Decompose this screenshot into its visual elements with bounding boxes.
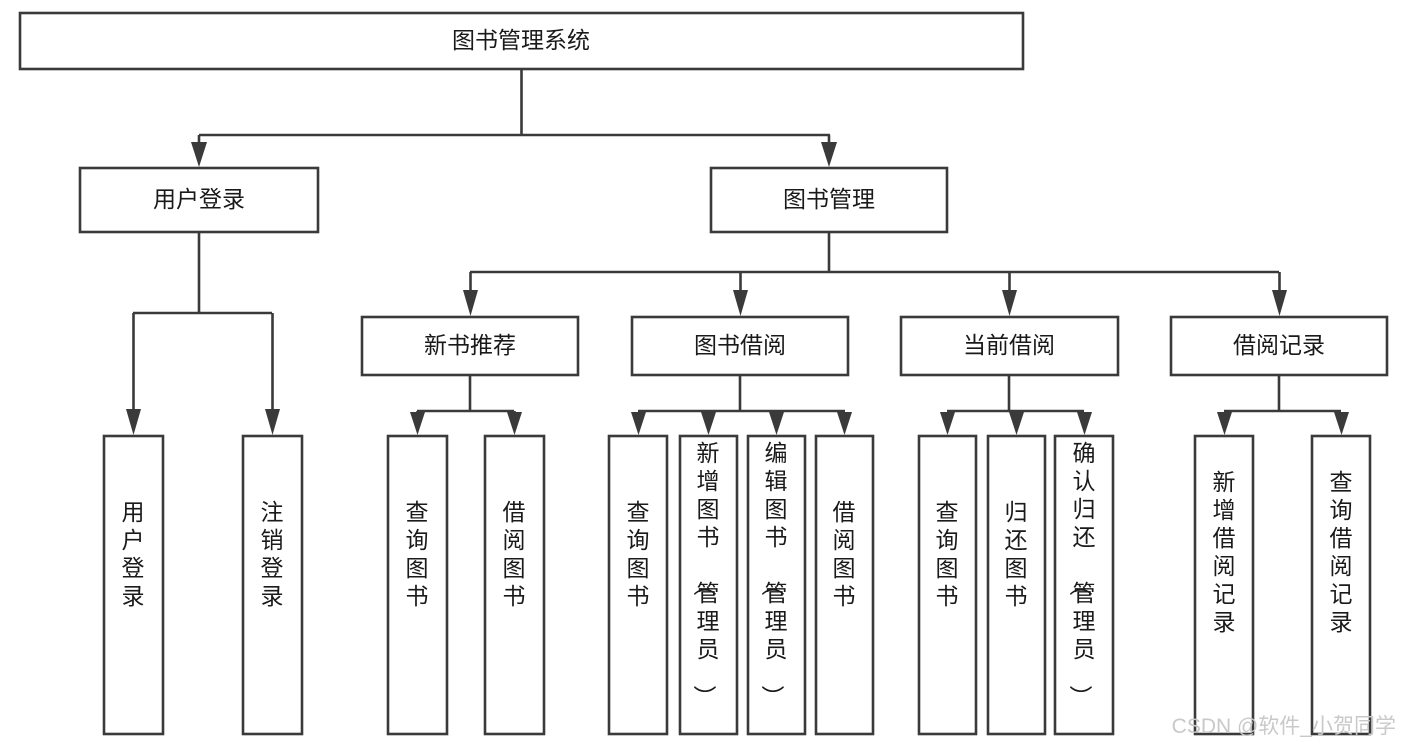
arrow-head-leaf-user-logout — [265, 409, 280, 435]
node-user-login-box[interactable] — [78, 166, 320, 234]
arrow-head-leaf-query-book-current — [940, 412, 955, 435]
arrow-head-user-login — [191, 142, 207, 167]
node-leaf-query-book-rec-box[interactable] — [386, 434, 449, 736]
arrow-head-leaf-user-login — [126, 409, 141, 435]
node-new-book-recommend[interactable]: 新书推荐 — [360, 315, 580, 377]
node-leaf-edit-book-admin[interactable]: 编辑图书（管理员） — [746, 434, 807, 736]
node-leaf-query-book-current-box[interactable] — [917, 434, 978, 736]
arrow-head-leaf-borrow-book — [837, 412, 852, 435]
node-current-borrow-box[interactable] — [899, 315, 1120, 377]
node-new-book-recommend-label: 新书推荐 — [424, 332, 516, 358]
node-leaf-return-book-label: 归还图书 — [1005, 499, 1028, 609]
arrow-head-leaf-confirm-return-admin — [1077, 412, 1092, 435]
node-borrow-record-box[interactable] — [1169, 315, 1389, 377]
node-leaf-user-logout-box[interactable] — [241, 434, 304, 736]
node-leaf-query-book-borrow[interactable]: 查询图书 — [607, 434, 669, 736]
node-borrow-record-label: 借阅记录 — [1233, 332, 1325, 358]
node-user-login[interactable]: 用户登录 — [78, 166, 320, 234]
node-book-management-box[interactable] — [709, 166, 949, 234]
node-leaf-confirm-return-admin[interactable]: 确认归还（管理员） — [1053, 434, 1115, 736]
node-leaf-query-book-current-label: 查询图书 — [936, 499, 959, 609]
arrow-head-new-book-recommend — [463, 290, 478, 316]
node-leaf-query-borrow-record[interactable]: 查询借阅记录 — [1310, 434, 1372, 736]
node-leaf-user-logout-label: 注销登录 — [261, 499, 284, 609]
arrow-head-leaf-query-book-rec — [410, 412, 425, 435]
csdn-watermark: CSDN @软件_小贺同学 — [1172, 715, 1396, 738]
node-root[interactable]: 图书管理系统 — [18, 11, 1025, 71]
arrow-head-leaf-return-book — [1009, 412, 1024, 435]
node-leaf-add-borrow-record-label: 新增借阅记录 — [1213, 469, 1236, 635]
node-new-book-recommend-box[interactable] — [360, 315, 580, 377]
arrow-head-current-borrow — [1002, 290, 1017, 316]
arrow-head-leaf-add-borrow-record — [1217, 412, 1232, 435]
node-leaf-borrow-book-rec-label: 借阅图书 — [503, 499, 526, 609]
node-root-label: 图书管理系统 — [452, 27, 590, 53]
node-book-management-label: 图书管理 — [783, 186, 875, 212]
node-current-borrow-label: 当前借阅 — [963, 332, 1055, 358]
arrow-head-borrow-record — [1272, 290, 1287, 316]
arrow-head-leaf-add-book-admin — [701, 412, 716, 435]
node-leaf-return-book[interactable]: 归还图书 — [986, 434, 1047, 736]
arrow-head-book-borrow — [733, 290, 748, 316]
arrow-head-leaf-borrow-book-rec — [507, 412, 522, 435]
node-leaf-add-book-admin-label: 新增图书（管理员） — [692, 440, 720, 708]
leaf-nodes-layer: 用户登录 注销登录 查询图书 借阅图书 查询图书 新增图书（管理员） — [102, 434, 1372, 736]
node-leaf-confirm-return-admin-box[interactable] — [1053, 434, 1115, 736]
arrow-head-leaf-edit-book-admin — [769, 412, 784, 435]
node-leaf-user-logout[interactable]: 注销登录 — [241, 434, 304, 736]
node-leaf-query-book-borrow-box[interactable] — [607, 434, 669, 736]
node-user-login-label: 用户登录 — [153, 186, 245, 212]
node-leaf-edit-book-admin-label: 编辑图书（管理员） — [760, 440, 788, 708]
node-borrow-record[interactable]: 借阅记录 — [1169, 315, 1389, 377]
node-leaf-add-book-admin[interactable]: 新增图书（管理员） — [678, 434, 739, 736]
node-leaf-borrow-book-rec[interactable]: 借阅图书 — [483, 434, 546, 736]
arrow-head-leaf-query-borrow-record — [1334, 412, 1349, 435]
node-leaf-confirm-return-admin-label: 确认归还（管理员） — [1068, 440, 1096, 708]
arrow-head-leaf-query-book-borrow — [631, 412, 646, 435]
node-leaf-query-book-rec[interactable]: 查询图书 — [386, 434, 449, 736]
node-leaf-add-book-admin-box[interactable] — [678, 434, 739, 736]
node-leaf-add-borrow-record-box[interactable] — [1193, 434, 1255, 736]
node-leaf-borrow-book[interactable]: 借阅图书 — [814, 434, 875, 736]
node-leaf-borrow-book-box[interactable] — [814, 434, 875, 736]
connector-layer — [126, 69, 1349, 435]
arrow-head-book-management — [821, 142, 837, 167]
node-book-borrow[interactable]: 图书借阅 — [630, 315, 850, 377]
node-book-borrow-box[interactable] — [630, 315, 850, 377]
node-leaf-query-book-current[interactable]: 查询图书 — [917, 434, 978, 736]
node-leaf-borrow-book-label: 借阅图书 — [833, 499, 856, 609]
node-leaf-borrow-book-rec-box[interactable] — [483, 434, 546, 736]
node-leaf-user-login[interactable]: 用户登录 — [102, 434, 165, 736]
node-current-borrow[interactable]: 当前借阅 — [899, 315, 1120, 377]
node-leaf-query-borrow-record-box[interactable] — [1310, 434, 1372, 736]
node-leaf-add-borrow-record[interactable]: 新增借阅记录 — [1193, 434, 1255, 736]
node-leaf-query-book-rec-label: 查询图书 — [406, 499, 429, 609]
node-book-management[interactable]: 图书管理 — [709, 166, 949, 234]
node-leaf-user-login-box[interactable] — [102, 434, 165, 736]
node-book-borrow-label: 图书借阅 — [694, 332, 786, 358]
node-root-box[interactable] — [18, 11, 1025, 71]
node-leaf-edit-book-admin-box[interactable] — [746, 434, 807, 736]
node-leaf-return-book-box[interactable] — [986, 434, 1047, 736]
node-leaf-query-borrow-record-label: 查询借阅记录 — [1330, 469, 1353, 635]
node-leaf-user-login-label: 用户登录 — [122, 499, 145, 609]
node-leaf-query-book-borrow-label: 查询图书 — [627, 499, 650, 609]
